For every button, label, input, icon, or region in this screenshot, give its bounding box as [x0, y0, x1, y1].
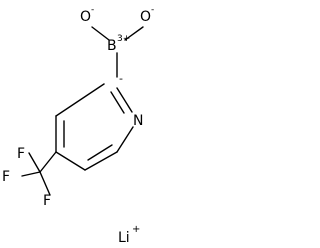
bond-n-c6 [116, 126, 134, 153]
charge-o-right: - [151, 5, 154, 15]
bond-o-right-b [124, 26, 144, 41]
bond-lines [21, 26, 144, 196]
bond-c4-cf3 [39, 151, 57, 173]
atom-o-right: O [140, 9, 151, 25]
counterion-lithium: Li [118, 230, 130, 246]
double-bond-c6-c5-inner [87, 144, 113, 161]
charge-o-left: - [91, 5, 94, 15]
bond-cf3-f-left [28, 152, 41, 173]
charge-carbanion: - [119, 72, 123, 85]
atom-nitrogen: N [133, 113, 143, 129]
atom-o-left: O [80, 9, 91, 25]
bond-cf3-f-top [39, 171, 51, 196]
charge-boron: 3+ [117, 34, 130, 44]
counterion-charge: + [132, 224, 140, 235]
bond-cf3-f-bottom [21, 171, 41, 177]
bond-c3-c2 [55, 83, 105, 117]
atom-boron: B [107, 38, 117, 54]
structure-diagram: O - O - B 3+ - N F F F Li + [2, 5, 154, 246]
bond-c5-c4 [55, 151, 86, 171]
bond-o-left-b [91, 26, 110, 41]
atom-f-top: F [17, 146, 25, 162]
double-bond-c2-n-inner [110, 91, 125, 114]
atom-f-bottom: F [43, 193, 51, 209]
atom-f-left: F [2, 169, 10, 185]
bond-c6-c5 [84, 151, 118, 171]
bond-c2-n [116, 87, 133, 113]
